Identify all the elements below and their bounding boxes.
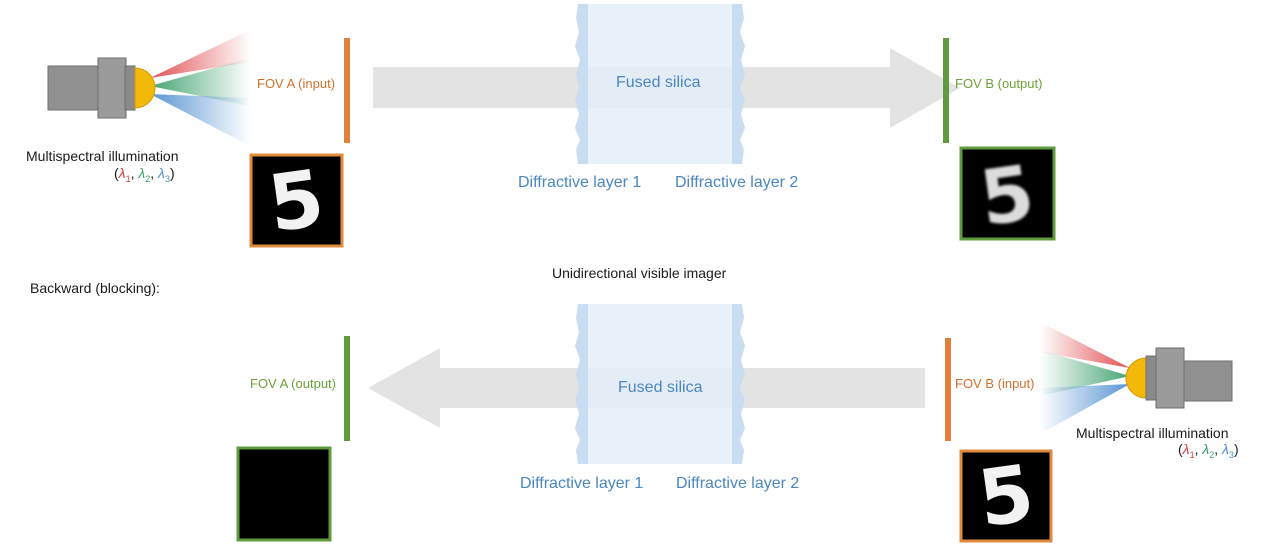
forward-output-image: 5 bbox=[959, 146, 1056, 243]
wavelength-2: λ2 bbox=[138, 165, 151, 184]
forward-fov-b-label: FOV B (output) bbox=[955, 76, 1043, 91]
forward-source-label: Multispectral illumination bbox=[26, 148, 179, 164]
forward-input-digit: 5 bbox=[263, 154, 329, 251]
forward-layer2-label: Diffractive layer 2 bbox=[675, 174, 799, 191]
forward-fov-a-label: FOV A (input) bbox=[257, 76, 336, 91]
forward-wavelength-list: (λ1, λ2, λ3) bbox=[114, 165, 175, 184]
forward-fused-silica bbox=[575, 4, 745, 164]
forward-layer1-label: Diffractive layer 1 bbox=[518, 174, 642, 191]
forward-fov-a-plane bbox=[344, 38, 350, 143]
wavelength-3: λ3 bbox=[158, 165, 170, 184]
forward-light-beams bbox=[150, 30, 250, 146]
forward-input-image: 5 bbox=[249, 153, 344, 251]
wavelength-1: λ1 bbox=[118, 165, 131, 184]
backward-fov-a-plane bbox=[344, 336, 350, 441]
forward-lamp-icon bbox=[47, 57, 156, 119]
forward-medium-label: Fused silica bbox=[616, 74, 701, 91]
backward-layer2-label: Diffractive layer 2 bbox=[676, 475, 800, 492]
backward-output-image bbox=[236, 446, 332, 542]
backward-source-label: Multispectral illumination bbox=[1076, 425, 1229, 441]
backward-input-digit: 5 bbox=[973, 449, 1039, 545]
forward-fov-b-plane bbox=[943, 38, 949, 143]
backward-section-label: Backward (blocking): bbox=[30, 280, 160, 296]
backward-fov-b-plane bbox=[945, 338, 951, 441]
backward-lamp-icon bbox=[1125, 347, 1233, 409]
backward-fov-b-label: FOV B (input) bbox=[955, 376, 1035, 391]
backward-layer1-label: Diffractive layer 1 bbox=[520, 475, 644, 492]
diagram-subtitle: Unidirectional visible imager bbox=[552, 265, 727, 281]
backward-fused-silica bbox=[575, 304, 745, 464]
backward-medium-label: Fused silica bbox=[618, 379, 703, 396]
backward-wavelength-list: (λ1, λ2, λ3) bbox=[1178, 441, 1239, 460]
forward-output-digit: 5 bbox=[975, 148, 1040, 243]
backward-light-beams bbox=[1040, 322, 1130, 434]
backward-input-image: 5 bbox=[959, 449, 1053, 545]
wavelength-2: λ2 bbox=[1202, 441, 1215, 460]
wavelength-3: λ3 bbox=[1222, 441, 1234, 460]
backward-fov-a-label: FOV A (output) bbox=[250, 376, 336, 391]
wavelength-1: λ1 bbox=[1182, 441, 1195, 460]
